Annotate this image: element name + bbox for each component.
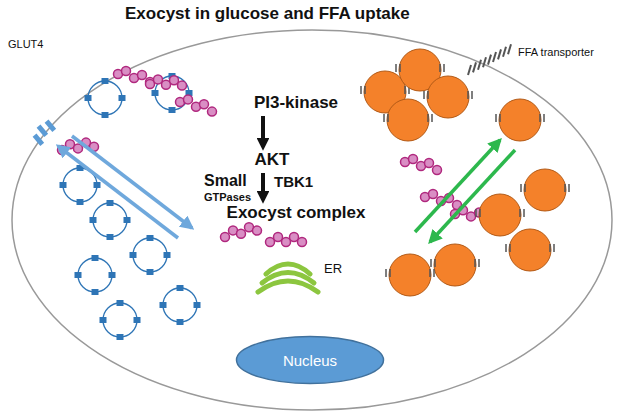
protein-node: Exocyst complex: [224, 202, 369, 224]
cell-outline: [12, 30, 612, 410]
protein-label: Small: [204, 172, 247, 190]
transporter-label: FFA transporter: [518, 46, 594, 59]
organelle-label: ER: [324, 262, 342, 277]
glut4-vesicles: [60, 73, 201, 340]
protein-label: GTPases: [204, 191, 251, 204]
glut4-transporter: [33, 119, 57, 145]
nucleus-ellipse: Nucleus: [235, 335, 385, 385]
protein-node: PI3-kinase: [251, 92, 341, 114]
node-text: AKT: [255, 150, 290, 170]
protein-node: AKT: [252, 149, 293, 171]
node-text: Exocyst complex: [227, 203, 366, 223]
ffa-vesicles: [361, 49, 569, 296]
signal-arrow: [261, 116, 265, 147]
protein-label: TBK1: [274, 173, 313, 190]
node-text: PI3-kinase: [254, 93, 338, 113]
er-membrane: [258, 264, 318, 292]
transporter-label: GLUT4: [8, 38, 43, 51]
signal-arrow: [261, 173, 265, 200]
trafficking-arrows: [58, 136, 515, 242]
node-text: Nucleus: [283, 352, 337, 369]
ffa-transporter: [468, 44, 511, 75]
title: Exocyst in glucose and FFA uptake: [125, 4, 410, 24]
